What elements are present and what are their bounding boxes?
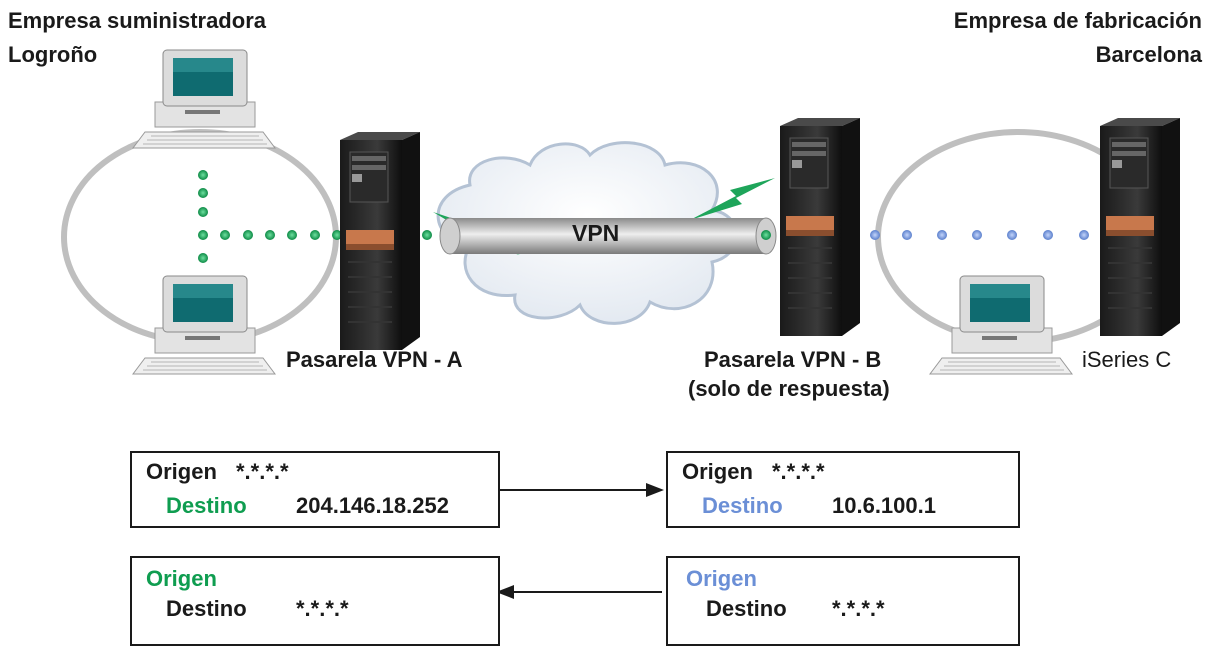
rule-origin-label: Origen: [682, 459, 753, 484]
rule-dest-label: Destino: [702, 493, 783, 518]
gateway-b-note: (solo de respuesta): [688, 376, 890, 401]
workstation-top-icon: [132, 49, 276, 149]
workstation-bottom-icon: [132, 275, 276, 375]
manufacturer-name: Empresa de fabricación: [953, 8, 1202, 33]
rule-box-b-inbound: Origen Destino *.*.*.*: [666, 556, 1020, 646]
gateway-b-server-icon: [779, 117, 861, 337]
outbound-arrow: [500, 483, 664, 497]
rule-box-a-outbound: Origen *.*.*.* Destino 204.146.18.252: [130, 451, 500, 528]
vpn-tunnel-label: VPN: [572, 220, 620, 246]
rule-dest-value: *.*.*.*: [832, 596, 885, 621]
rule-box-b-outbound: Origen *.*.*.* Destino 10.6.100.1: [666, 451, 1020, 528]
rule-dest-label: Destino: [166, 493, 247, 518]
gateway-b-label: Pasarela VPN - B: [704, 347, 882, 372]
wireless-link-b: [690, 178, 775, 220]
rule-box-a-inbound: Origen Destino *.*.*.*: [130, 556, 500, 646]
supplier-name: Empresa suministradora: [8, 8, 266, 33]
rule-origin-value: *.*.*.*: [772, 459, 825, 484]
iseries-c-label: iSeries C: [1082, 347, 1172, 372]
inbound-arrow: [496, 585, 662, 599]
supplier-city: Logroño: [8, 42, 98, 67]
rule-dest-label: Destino: [166, 596, 247, 621]
manufacturer-city: Barcelona: [1095, 42, 1202, 67]
gateway-a-label: Pasarela VPN - A: [286, 347, 463, 372]
iseries-c-server-icon: [1099, 117, 1181, 337]
network-diagram: [61, 49, 1181, 599]
rule-origin-label: Origen: [146, 459, 217, 484]
workstation-barcelona-icon: [929, 275, 1073, 375]
gateway-a-server-icon: [339, 131, 421, 351]
rule-dest-label: Destino: [706, 596, 787, 621]
rule-origin-value: *.*.*.*: [236, 459, 289, 484]
rule-origin-label: Origen: [686, 566, 757, 591]
vpn-tunnel: [439, 217, 777, 255]
rule-origin-label: Origen: [146, 566, 217, 591]
rule-dest-value: 204.146.18.252: [296, 493, 449, 518]
rule-dest-value: *.*.*.*: [296, 596, 349, 621]
rule-dest-value: 10.6.100.1: [832, 493, 936, 518]
